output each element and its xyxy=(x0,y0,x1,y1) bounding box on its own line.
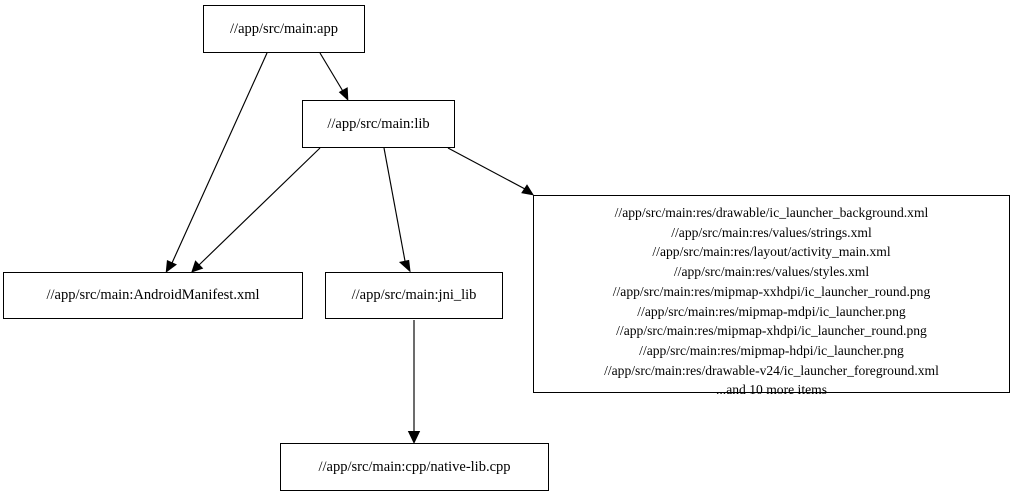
node-jni-lib-label: //app/src/main:jni_lib xyxy=(351,287,477,304)
resource-line: //app/src/main:res/layout/activity_main.… xyxy=(652,244,891,260)
edge-lib-to-resources xyxy=(447,147,535,196)
node-lib-label: //app/src/main:lib xyxy=(327,115,430,132)
edge-lib-to-manifest xyxy=(191,147,321,273)
edge-app-to-lib xyxy=(319,52,349,102)
resource-line: //app/src/main:res/mipmap-xxhdpi/ic_laun… xyxy=(612,283,931,299)
node-android-manifest[interactable]: //app/src/main:AndroidManifest.xml xyxy=(3,272,303,319)
node-app-label: //app/src/main:app xyxy=(230,20,338,37)
node-native-lib-cpp[interactable]: //app/src/main:cpp/native-lib.cpp xyxy=(280,443,549,491)
resource-line: //app/src/main:res/values/styles.xml xyxy=(673,264,870,280)
edge-jni-lib-to-native-lib xyxy=(407,320,421,444)
resource-line: //app/src/main:res/mipmap-mdpi/ic_launch… xyxy=(637,303,906,319)
resource-line: //app/src/main:res/drawable-v24/ic_launc… xyxy=(604,362,939,378)
edge-lib-to-jni-lib xyxy=(383,147,411,273)
node-resources-group[interactable]: //app/src/main:res/drawable/ic_launcher_… xyxy=(533,195,1010,397)
node-native-lib-cpp-label: //app/src/main:cpp/native-lib.cpp xyxy=(318,458,511,475)
node-app[interactable]: //app/src/main:app xyxy=(203,5,365,53)
resource-more-items: ...and 10 more items xyxy=(716,382,827,398)
resource-line: //app/src/main:res/values/strings.xml xyxy=(671,224,872,240)
node-android-manifest-label: //app/src/main:AndroidManifest.xml xyxy=(46,287,260,304)
resource-line: //app/src/main:res/mipmap-xhdpi/ic_launc… xyxy=(616,323,927,339)
node-lib[interactable]: //app/src/main:lib xyxy=(302,100,455,148)
node-jni-lib[interactable]: //app/src/main:jni_lib xyxy=(325,272,503,319)
resource-line: //app/src/main:res/mipmap-hdpi/ic_launch… xyxy=(639,342,904,358)
resource-line: //app/src/main:res/drawable/ic_launcher_… xyxy=(614,205,929,220)
edge-app-to-manifest xyxy=(165,52,268,273)
